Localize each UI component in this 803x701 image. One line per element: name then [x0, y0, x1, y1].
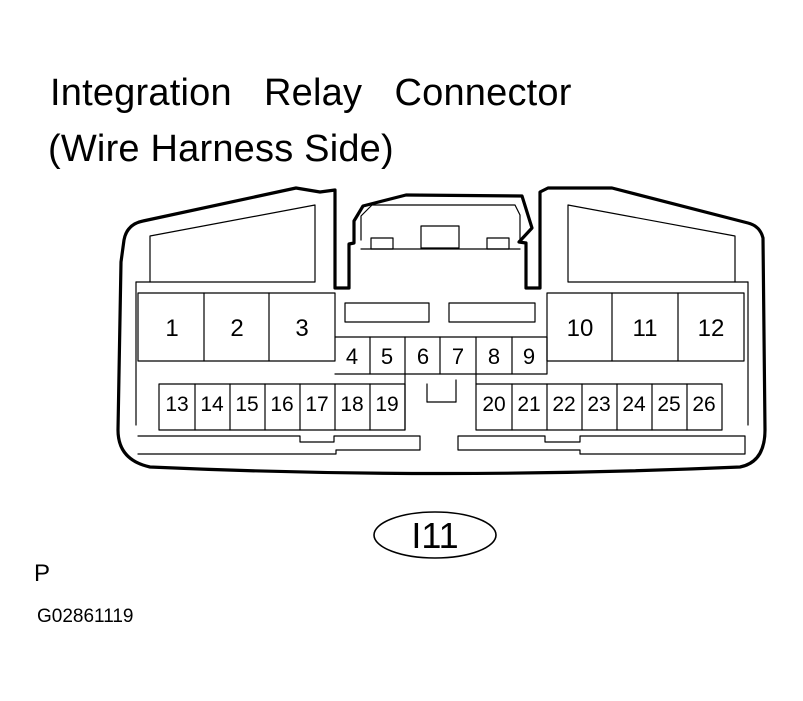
pin-label-15: 15 [235, 393, 258, 416]
pin-label-2: 2 [230, 315, 243, 342]
pin-label-10: 10 [567, 315, 594, 342]
pin-label-25: 25 [657, 393, 680, 416]
pin-label-11: 11 [633, 315, 658, 342]
cavity-row-lower-left [158, 383, 406, 431]
pin-label-19: 19 [375, 393, 398, 416]
diagram-title-line-2: (Wire Harness Side) [48, 128, 394, 170]
pin-label-3: 3 [295, 315, 308, 342]
pin-label-12: 12 [698, 315, 725, 342]
pin-label-8: 8 [488, 344, 500, 369]
pin-label-21: 21 [517, 393, 540, 416]
pin-label-4: 4 [346, 344, 358, 369]
cavity-row-middle [334, 336, 548, 375]
pin-label-23: 23 [587, 393, 610, 416]
latch-center-block [420, 225, 460, 249]
latch-slot-right [486, 237, 510, 250]
diagram-code-letter: P [34, 560, 51, 587]
locking-slot-left [344, 302, 430, 323]
connector-housing-outline [116, 186, 767, 476]
latch-inner-outline [360, 204, 521, 243]
pin-label-1: 1 [165, 315, 178, 342]
pin-label-13: 13 [165, 393, 188, 416]
pin-label-6: 6 [417, 344, 429, 369]
pin-label-18: 18 [340, 393, 363, 416]
pin-label-14: 14 [200, 393, 224, 416]
connector-code-label: I11 [411, 515, 458, 556]
housing-inner-rim-right [567, 204, 736, 283]
cavity-block-left [137, 292, 336, 362]
pin-label-17: 17 [305, 393, 328, 416]
pin-label-7: 7 [452, 344, 464, 369]
locking-slot-right [448, 302, 536, 323]
bottom-rail-left [137, 435, 421, 455]
latch-slot-left [370, 237, 394, 250]
pin-label-24: 24 [622, 393, 646, 416]
pin-label-9: 9 [523, 344, 535, 369]
pin-label-20: 20 [482, 393, 505, 416]
figure-id: G02861119 [37, 606, 134, 627]
cavity-row-lower-right [475, 383, 723, 431]
connector-code-ellipse [373, 511, 497, 559]
pin-label-26: 26 [692, 393, 715, 416]
housing-inner-rim-left [149, 204, 316, 283]
pin-label-22: 22 [552, 393, 575, 416]
pin-label-16: 16 [270, 393, 293, 416]
diagram-title-line-1: Integration Relay Connector [50, 72, 572, 114]
cavity-block-right [546, 292, 745, 362]
pin-label-5: 5 [381, 344, 393, 369]
bottom-rail-right [457, 435, 746, 455]
